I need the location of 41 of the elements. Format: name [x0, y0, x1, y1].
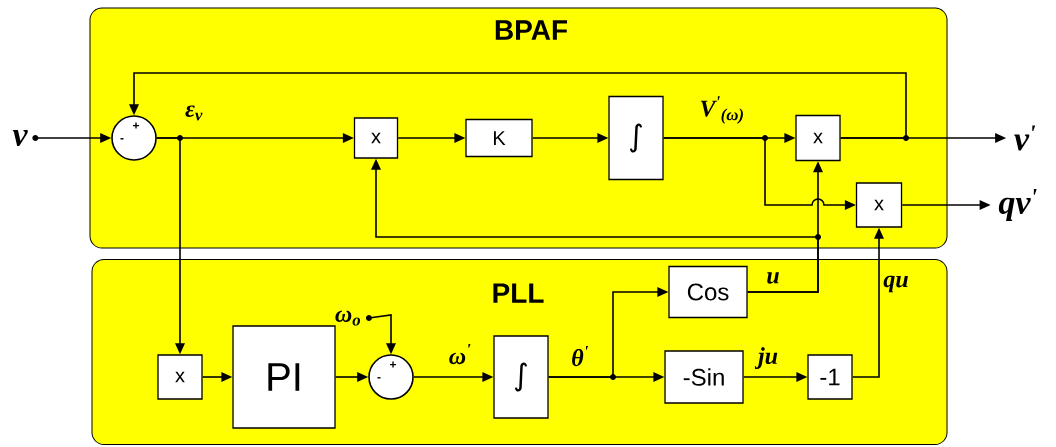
arrow [547, 372, 665, 382]
arrow [201, 372, 233, 382]
arrow [413, 372, 494, 382]
arrow [368, 314, 396, 355]
signal-label: ju [754, 347, 778, 369]
integrator-block: ∫ [608, 95, 664, 181]
arrow [662, 137, 856, 210]
output-signal: v$^{'}$ [1014, 125, 1036, 151]
node-label: v [12, 130, 28, 146]
signal-label: qu [883, 275, 908, 293]
multiplier-block: x [855, 182, 903, 228]
multiplier-block: x [353, 117, 399, 159]
cosine-block: Cos [668, 265, 748, 319]
arrow [334, 372, 369, 382]
signal-label: V$^{'}$(ω) [700, 96, 743, 124]
input-signal: v [12, 130, 39, 146]
arrow [742, 372, 808, 382]
arrow [851, 227, 884, 378]
summing-junction: + - [111, 115, 157, 161]
signal-label: ω$^{'}$ [449, 343, 471, 365]
signal-label: θ$^{'}$ [572, 345, 588, 367]
multiplier-block: x [157, 354, 203, 400]
integrator-block: ∫ [493, 335, 549, 419]
multiplier-block: x [795, 114, 841, 162]
arrow [129, 72, 907, 139]
arrow [34, 133, 112, 143]
gain-block: K [465, 118, 533, 158]
arrow [901, 200, 991, 210]
pi-controller-block: PI [232, 325, 336, 429]
sine-block: -Sin [664, 350, 744, 404]
signal-label: ε$_{v}$ [185, 105, 203, 121]
arrow [531, 133, 609, 143]
signal-label: u [767, 272, 779, 284]
arrow [371, 158, 819, 293]
output-signal: qv$^{'}$ [998, 189, 1037, 221]
reference-signal: ω$_{o}$ [335, 310, 372, 326]
summing-junction: + - [368, 354, 414, 400]
node-label: ω$_{o}$ [335, 310, 361, 326]
arrow [156, 137, 185, 355]
arrow [397, 133, 466, 143]
gain-block: -1 [807, 354, 853, 400]
